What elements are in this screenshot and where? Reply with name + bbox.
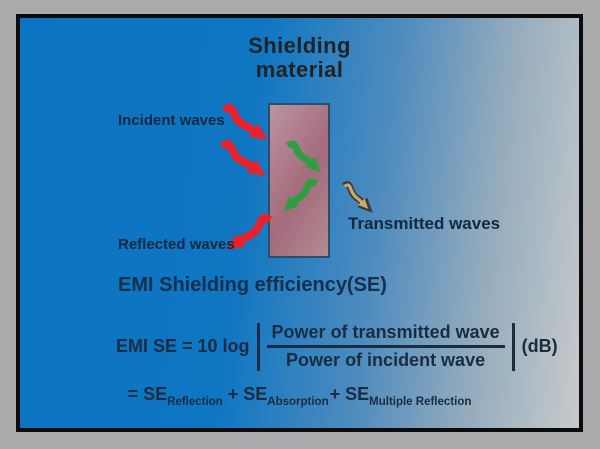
incident-arrow-2-icon <box>219 139 266 176</box>
formula-denominator: Power of incident wave <box>286 350 486 370</box>
efficiency-heading: EMI Shielding efficiency(SE) <box>118 274 387 296</box>
incident-waves-label: Incident waves <box>118 112 225 129</box>
internal-absorbed-arrow-2-icon <box>283 178 319 212</box>
formula-right-bar <box>511 322 515 371</box>
transmitted-arrow-icon <box>342 181 373 213</box>
internal-absorbed-arrow-1-icon <box>285 140 321 173</box>
se-sum-formula: = SEReflection+ SEAbsorption+ SEMultiple… <box>20 384 579 408</box>
sum-plus-1: + SE <box>227 384 268 404</box>
diagram-panel: Shielding material <box>16 14 583 432</box>
sum-sub-multiple: Multiple Reflection <box>369 396 472 408</box>
formula-fraction: Power of transmitted wave Power of incid… <box>266 322 505 371</box>
sum-eq-term: = SE <box>127 384 168 404</box>
formula-lhs: EMI SE = 10 log <box>116 336 250 356</box>
shielding-material-rect <box>268 103 330 258</box>
sum-plus-2: + SE <box>329 384 370 404</box>
reflected-waves-label: Reflected waves <box>118 236 235 253</box>
sum-sub-absorption: Absorption <box>267 396 329 408</box>
incident-arrow-1-icon <box>221 103 268 140</box>
title-line-1: Shielding <box>248 33 351 58</box>
emi-se-formula: EMI SE = 10 log Power of transmitted wav… <box>116 322 558 371</box>
sum-sub-reflection: Reflection <box>167 396 223 408</box>
reflected-arrow-icon <box>226 213 273 250</box>
title-line-2: material <box>255 56 344 82</box>
formula-left-bar <box>256 322 260 371</box>
page-title: Shielding material <box>20 34 579 82</box>
transmitted-waves-label: Transmitted waves <box>348 214 501 233</box>
formula-unit: (dB) <box>521 336 558 356</box>
arrows-overlay <box>219 103 373 250</box>
formula-numerator: Power of transmitted wave <box>266 322 505 348</box>
